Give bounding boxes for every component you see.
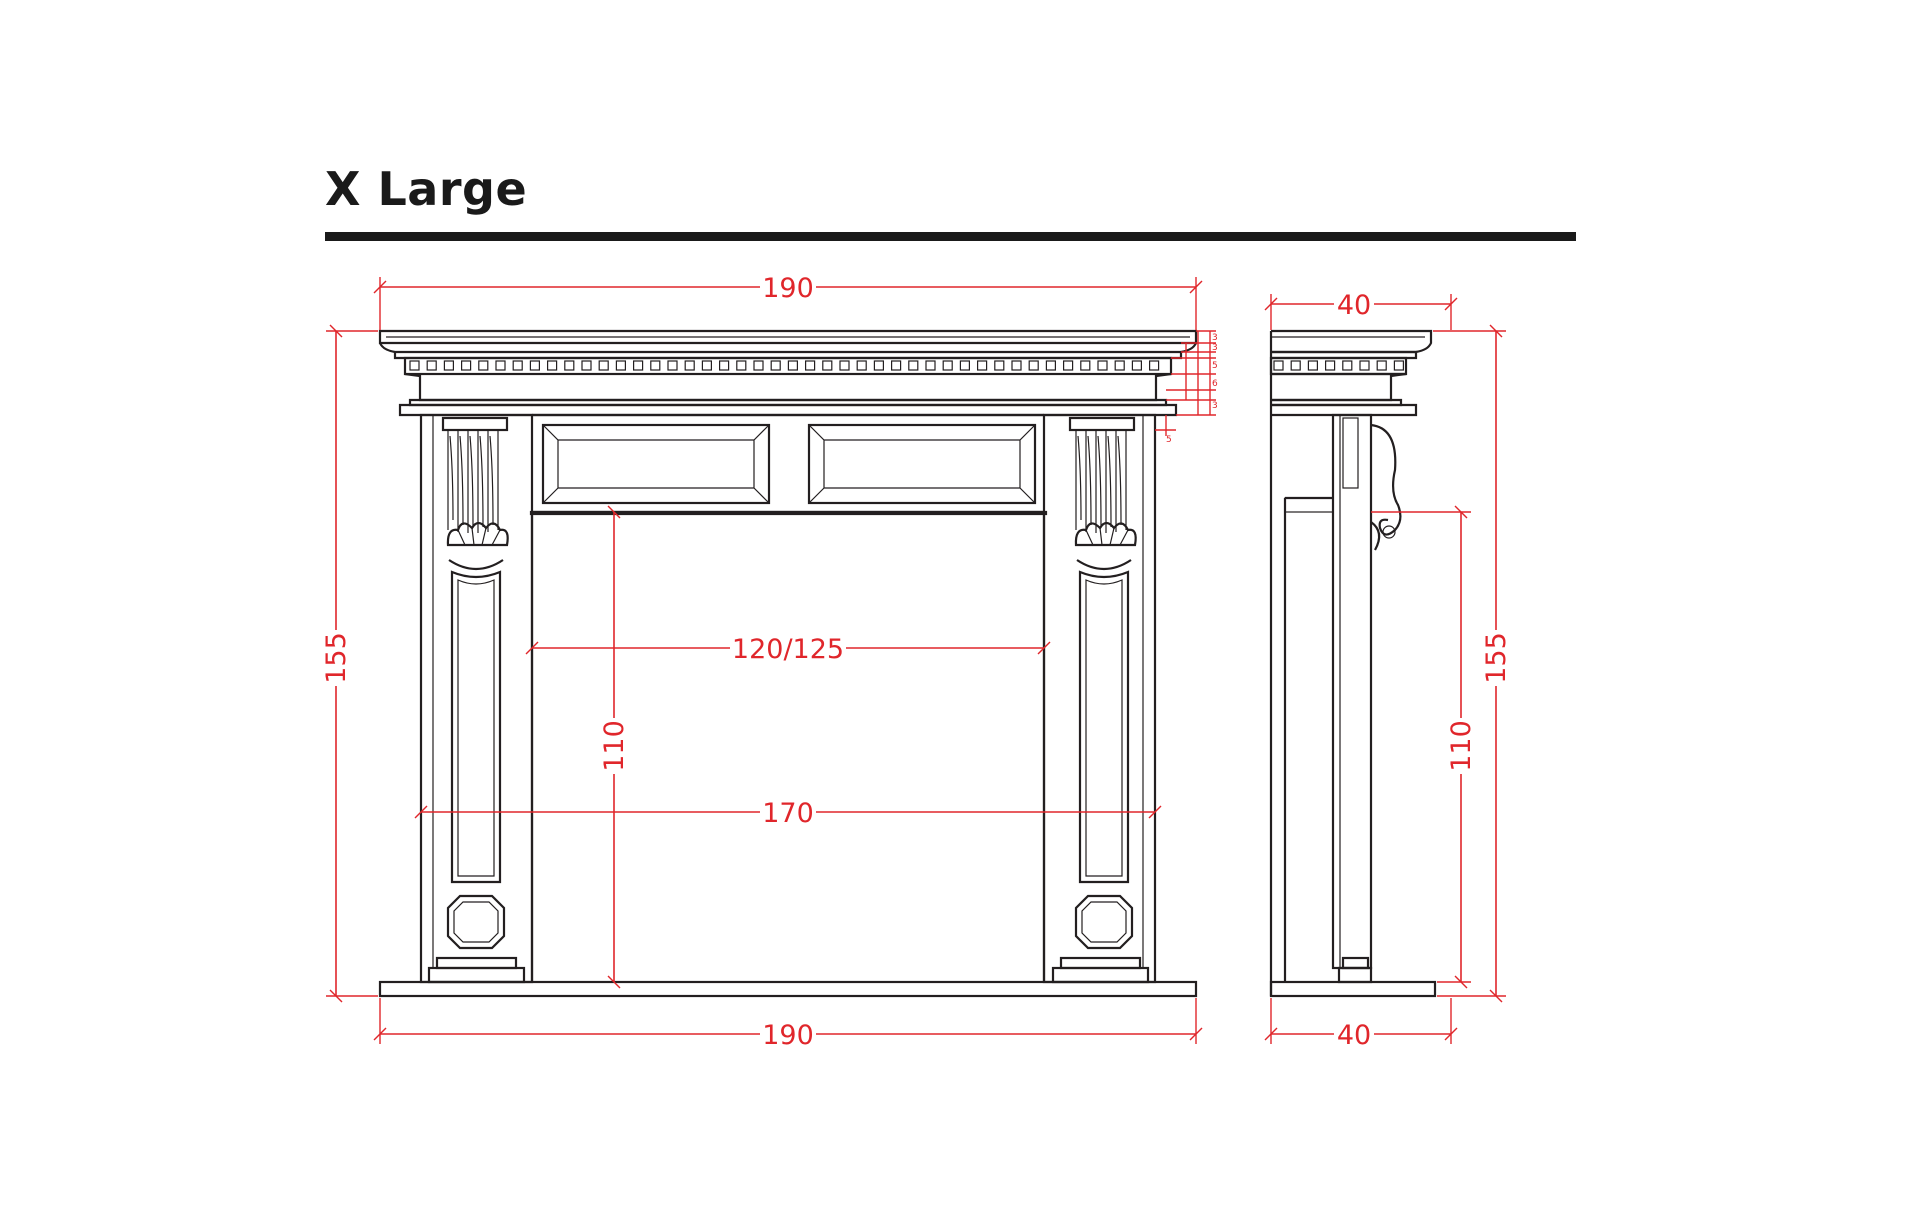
- dentil-block: [1080, 360, 1091, 371]
- dentil-block: [1062, 360, 1074, 371]
- side-total-height-label: 155: [1481, 632, 1512, 684]
- dentil-block: [959, 360, 971, 371]
- dentil-block: [994, 360, 1005, 371]
- dentil-block: [1324, 360, 1336, 371]
- dentil-block: [409, 360, 420, 371]
- svg-text:3: 3: [1212, 401, 1218, 411]
- dentil-block: [1393, 360, 1405, 371]
- dentil-block: [701, 360, 713, 371]
- dentil-block: [839, 360, 850, 371]
- page-title: X Large: [325, 162, 528, 216]
- dentil-block: [718, 360, 730, 371]
- front-total-height-label: 155: [321, 632, 352, 684]
- dentil-block: [822, 360, 833, 371]
- dentil-block: [873, 360, 885, 371]
- side-top-depth-label: 40: [1337, 290, 1371, 321]
- dentil-block: [908, 360, 919, 371]
- dentil-block: [890, 360, 902, 371]
- dentil-block: [1342, 360, 1353, 371]
- dentil-block: [1273, 360, 1284, 371]
- side-dimensions: 40 40 155 110: [1264, 288, 1512, 1051]
- dentil-block: [976, 360, 988, 371]
- dentil-block: [1359, 360, 1370, 371]
- dentil-block: [546, 360, 558, 371]
- svg-text:3: 3: [1212, 343, 1218, 353]
- front-top-width-label: 190: [762, 273, 814, 304]
- svg-text:3: 3: [1212, 333, 1218, 343]
- dentil-block: [804, 360, 816, 371]
- side-view: [1269, 329, 1437, 998]
- dentil-block: [598, 360, 609, 371]
- dentil-block: [443, 360, 454, 371]
- title-underline: [325, 232, 1576, 241]
- dentil-block: [1290, 360, 1301, 371]
- dentil-block: [856, 360, 867, 371]
- dentil-block: [426, 360, 437, 371]
- dentil-block: [925, 360, 936, 371]
- dentil-block: [478, 360, 489, 371]
- dentil-block: [529, 360, 541, 371]
- svg-text:6: 6: [1212, 379, 1218, 389]
- svg-text:5: 5: [1166, 435, 1172, 445]
- inner-width-label: 170: [762, 798, 814, 829]
- front-view: [378, 329, 1198, 998]
- dentil-block: [1028, 360, 1039, 371]
- dentil-block: [1045, 360, 1057, 371]
- dentil-block: [1131, 360, 1143, 371]
- dentil-block: [632, 360, 644, 371]
- dentil-block: [1097, 360, 1108, 371]
- dentil-block: [650, 360, 661, 371]
- dentil-block: [736, 360, 747, 371]
- dentil-block: [495, 360, 506, 371]
- dentil-block: [684, 360, 695, 371]
- opening-height-label: 110: [599, 720, 630, 772]
- front-base-width-label: 190: [762, 1020, 814, 1051]
- front-dimensions: 190 190 155 120/125 110 170: [320, 270, 1218, 1051]
- dentil-block: [1307, 360, 1319, 371]
- dentil-block: [787, 360, 799, 371]
- dentil-block: [564, 360, 575, 371]
- dentil-block: [1148, 360, 1160, 371]
- dentil-block: [461, 360, 472, 371]
- dentil-block: [1011, 360, 1022, 371]
- dentil-block: [581, 360, 592, 371]
- dentil-block: [942, 360, 953, 371]
- dentil-block: [667, 360, 678, 371]
- dentil-row: [409, 360, 1160, 371]
- dentil-block: [512, 360, 523, 371]
- dentil-block: [753, 360, 764, 371]
- dentil-block: [615, 360, 627, 371]
- dentil-block: [1376, 360, 1387, 371]
- svg-text:5: 5: [1212, 361, 1218, 371]
- opening-width-label: 120/125: [732, 634, 844, 665]
- dentil-block: [1114, 360, 1125, 371]
- dentil-block: [770, 360, 781, 371]
- side-opening-height-label: 110: [1446, 720, 1477, 772]
- side-base-depth-label: 40: [1337, 1020, 1371, 1051]
